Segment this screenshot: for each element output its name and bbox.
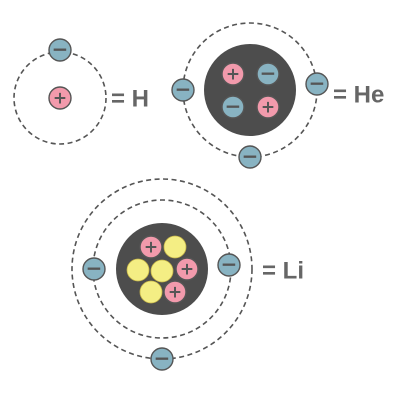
electron-particle bbox=[238, 145, 262, 169]
hydrogen-proton: + bbox=[48, 86, 72, 110]
neutron-particle bbox=[126, 258, 150, 282]
proton-sign: + bbox=[53, 89, 67, 109]
proton-particle bbox=[221, 62, 245, 86]
electron-sign: − bbox=[225, 94, 242, 118]
lithium-proton: + bbox=[163, 280, 187, 304]
proton-particle bbox=[256, 95, 280, 119]
lithium-electron: − bbox=[217, 252, 241, 277]
helium-neutral-particle: − bbox=[256, 61, 280, 86]
proton-sign: + bbox=[261, 98, 275, 118]
electron-particle bbox=[82, 257, 106, 281]
electron-sign: − bbox=[242, 144, 259, 168]
helium-electron: − bbox=[305, 71, 329, 96]
hydrogen-electron: − bbox=[48, 37, 72, 62]
electron-particle bbox=[171, 78, 195, 102]
lithium-label: = Li bbox=[262, 258, 304, 285]
helium-nucleus bbox=[204, 44, 296, 136]
neutron-particle bbox=[139, 280, 163, 304]
helium-atom: + + − − − − − = He bbox=[171, 22, 384, 169]
proton-sign: + bbox=[180, 260, 194, 280]
electron-sign: − bbox=[86, 256, 103, 280]
electron-sign: − bbox=[154, 346, 171, 370]
helium-proton: + bbox=[256, 95, 280, 119]
hydrogen-label: = H bbox=[111, 86, 149, 113]
electron-particle bbox=[217, 253, 241, 277]
electron-sign: − bbox=[175, 77, 192, 101]
electron-sign: − bbox=[260, 61, 277, 85]
electron-particle bbox=[221, 95, 245, 119]
lithium-orbit-2 bbox=[71, 178, 253, 360]
proton-particle bbox=[175, 257, 199, 281]
lithium-atom: + + + − − − = Li bbox=[71, 178, 304, 371]
hydrogen-atom: + − = H bbox=[13, 37, 149, 145]
electron-particle bbox=[305, 72, 329, 96]
electron-particle bbox=[48, 38, 72, 62]
proton-particle bbox=[139, 235, 163, 259]
proton-particle bbox=[163, 280, 187, 304]
helium-proton: + bbox=[221, 62, 245, 86]
electron-particle bbox=[150, 347, 174, 371]
electron-particle bbox=[256, 62, 280, 86]
lithium-proton: + bbox=[175, 257, 199, 281]
proton-particle bbox=[48, 86, 72, 110]
electron-sign: − bbox=[221, 252, 238, 276]
lithium-proton: + bbox=[139, 235, 163, 259]
electron-sign: − bbox=[309, 71, 326, 95]
proton-sign: + bbox=[168, 283, 182, 303]
lithium-electron: − bbox=[150, 346, 174, 371]
helium-electron: − bbox=[171, 77, 195, 102]
neutron-particle bbox=[163, 235, 187, 259]
lithium-electron: − bbox=[82, 256, 106, 281]
helium-electron: − bbox=[238, 144, 262, 169]
helium-neutral-particle: − bbox=[221, 94, 245, 119]
proton-sign: + bbox=[144, 238, 158, 258]
helium-label: = He bbox=[333, 82, 384, 109]
neutron-particle bbox=[150, 259, 174, 283]
electron-sign: − bbox=[52, 37, 69, 61]
proton-sign: + bbox=[226, 65, 240, 85]
